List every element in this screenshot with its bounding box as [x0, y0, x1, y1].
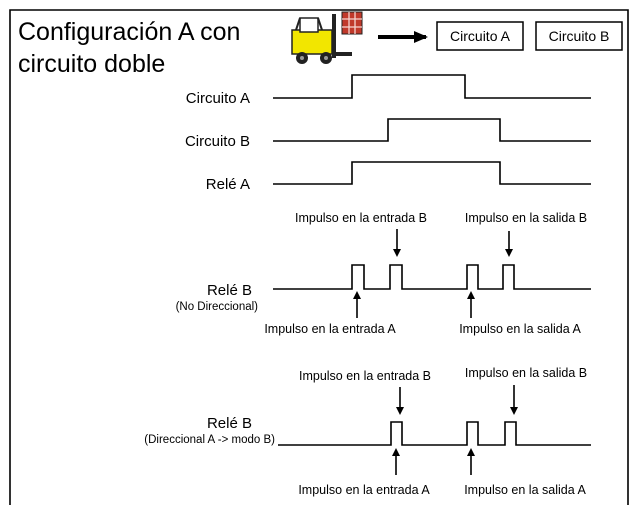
signal-sublabel-relay-b-dir: (Direccional A -> modo B) — [144, 434, 275, 446]
annotation-dir-output-a: Impulso en la salida A — [464, 483, 586, 497]
waveform-relay-a — [273, 161, 591, 185]
annotation-nd-input-b: Impulso en la entrada B — [295, 211, 427, 225]
circuit-b-box: Circuito B — [535, 21, 623, 51]
signal-sublabel-relay-b-nd: (No Direccional) — [176, 301, 259, 313]
signal-label-relay-b-nd: Relé B — [207, 282, 252, 299]
signal-label-relay-a: Relé A — [206, 176, 250, 193]
waveform-circuit-b — [273, 118, 591, 142]
annotation-nd-output-b: Impulso en la salida B — [465, 211, 587, 225]
page-title: Configuración A con — [18, 18, 240, 46]
forklift-icon — [291, 11, 363, 64]
circuit-a-box-label: Circuito A — [450, 28, 511, 44]
annotation-nd-input-a: Impulso en la entrada A — [264, 322, 396, 336]
frame — [9, 9, 629, 505]
signal-label-circuit-a: Circuito A — [186, 90, 250, 107]
annotation-dir-input-a: Impulso en la entrada A — [298, 483, 430, 497]
waveform-circuit-a — [273, 74, 591, 99]
signal-label-circuit-b: Circuito B — [185, 133, 250, 150]
circuit-b-box-label: Circuito B — [549, 28, 610, 44]
circuit-a-box: Circuito A — [436, 21, 524, 51]
page-title-line2: circuito doble — [18, 50, 165, 78]
waveform-relay-b-dir — [278, 421, 591, 446]
annotation-nd-output-a: Impulso en la salida A — [459, 322, 581, 336]
annotation-dir-output-b: Impulso en la salida B — [465, 366, 587, 380]
waveform-relay-b-nd — [273, 264, 591, 290]
signal-label-relay-b-dir: Relé B — [207, 415, 252, 432]
crate-icon — [341, 11, 363, 35]
annotation-dir-input-b: Impulso en la entrada B — [299, 369, 431, 383]
